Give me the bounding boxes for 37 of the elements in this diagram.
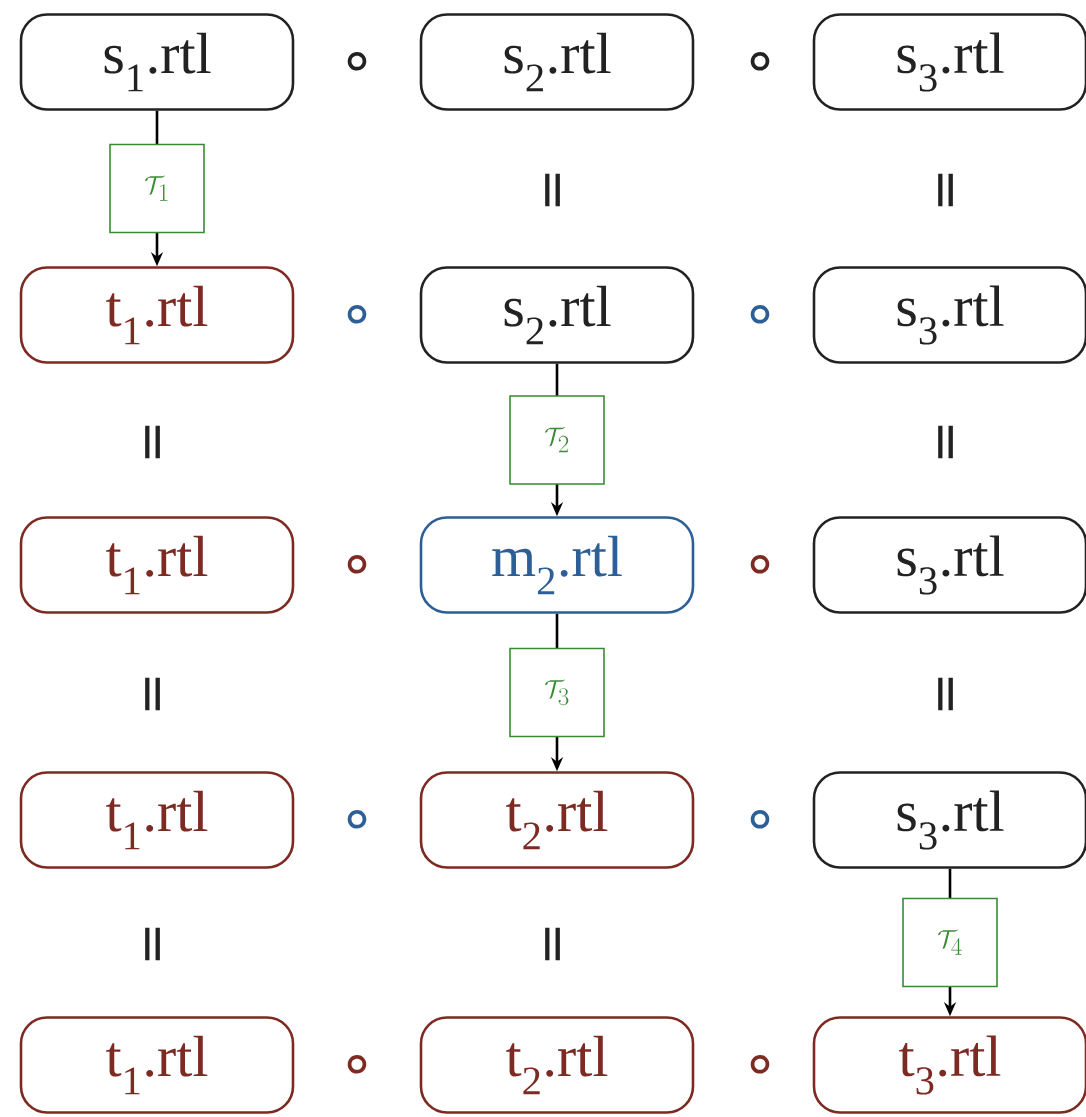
equality-symbol: = — [145, 927, 160, 961]
file-box: s$_{3}$.rtl — [812, 771, 1086, 869]
equality-symbol: = — [145, 425, 160, 459]
edge-label: $\mathcal{T}_{2}$ — [509, 395, 605, 485]
file-box: t$_{3}$.rtl — [812, 1016, 1086, 1114]
composition-symbol: ∘ — [347, 1054, 367, 1074]
file-box: m$_{2}$.rtl — [419, 516, 695, 614]
file-box: t$_{1}$.rtl — [19, 771, 295, 869]
equality-symbol: = — [145, 677, 160, 711]
equality-symbol: = — [938, 677, 953, 711]
file-box: s$_{3}$.rtl — [812, 266, 1086, 364]
file-box: s$_{3}$.rtl — [812, 516, 1086, 614]
equality-symbol: = — [938, 425, 953, 459]
file-box: s$_{2}$.rtl — [419, 13, 695, 111]
equality-symbol: = — [938, 173, 953, 207]
composition-symbol: ∘ — [347, 51, 367, 71]
composition-symbol: ∘ — [750, 554, 770, 574]
file-box: s$_{2}$.rtl — [419, 266, 695, 364]
file-box: s$_{1}$.rtl — [19, 13, 295, 111]
file-box: s$_{3}$.rtl — [812, 13, 1086, 111]
equality-symbol: = — [545, 927, 560, 961]
composition-symbol: ∘ — [750, 1054, 770, 1074]
file-box: t$_{1}$.rtl — [19, 266, 295, 364]
composition-symbol: ∘ — [750, 809, 770, 829]
equality-symbol: = — [545, 173, 560, 207]
composition-symbol: ∘ — [750, 304, 770, 324]
composition-symbol: ∘ — [347, 554, 367, 574]
file-box: t$_{1}$.rtl — [19, 516, 295, 614]
composition-symbol: ∘ — [750, 51, 770, 71]
edge-label: $\mathcal{T}_{3}$ — [509, 647, 605, 738]
edge-label: $\mathcal{T}_{1}$ — [109, 143, 205, 234]
edge-label: $\mathcal{T}_{4}$ — [902, 897, 998, 988]
composition-symbol: ∘ — [347, 304, 367, 324]
file-box: t$_{2}$.rtl — [419, 1016, 695, 1114]
file-box: t$_{1}$.rtl — [19, 1016, 295, 1114]
file-box: t$_{2}$.rtl — [419, 771, 695, 869]
composition-symbol: ∘ — [347, 809, 367, 829]
